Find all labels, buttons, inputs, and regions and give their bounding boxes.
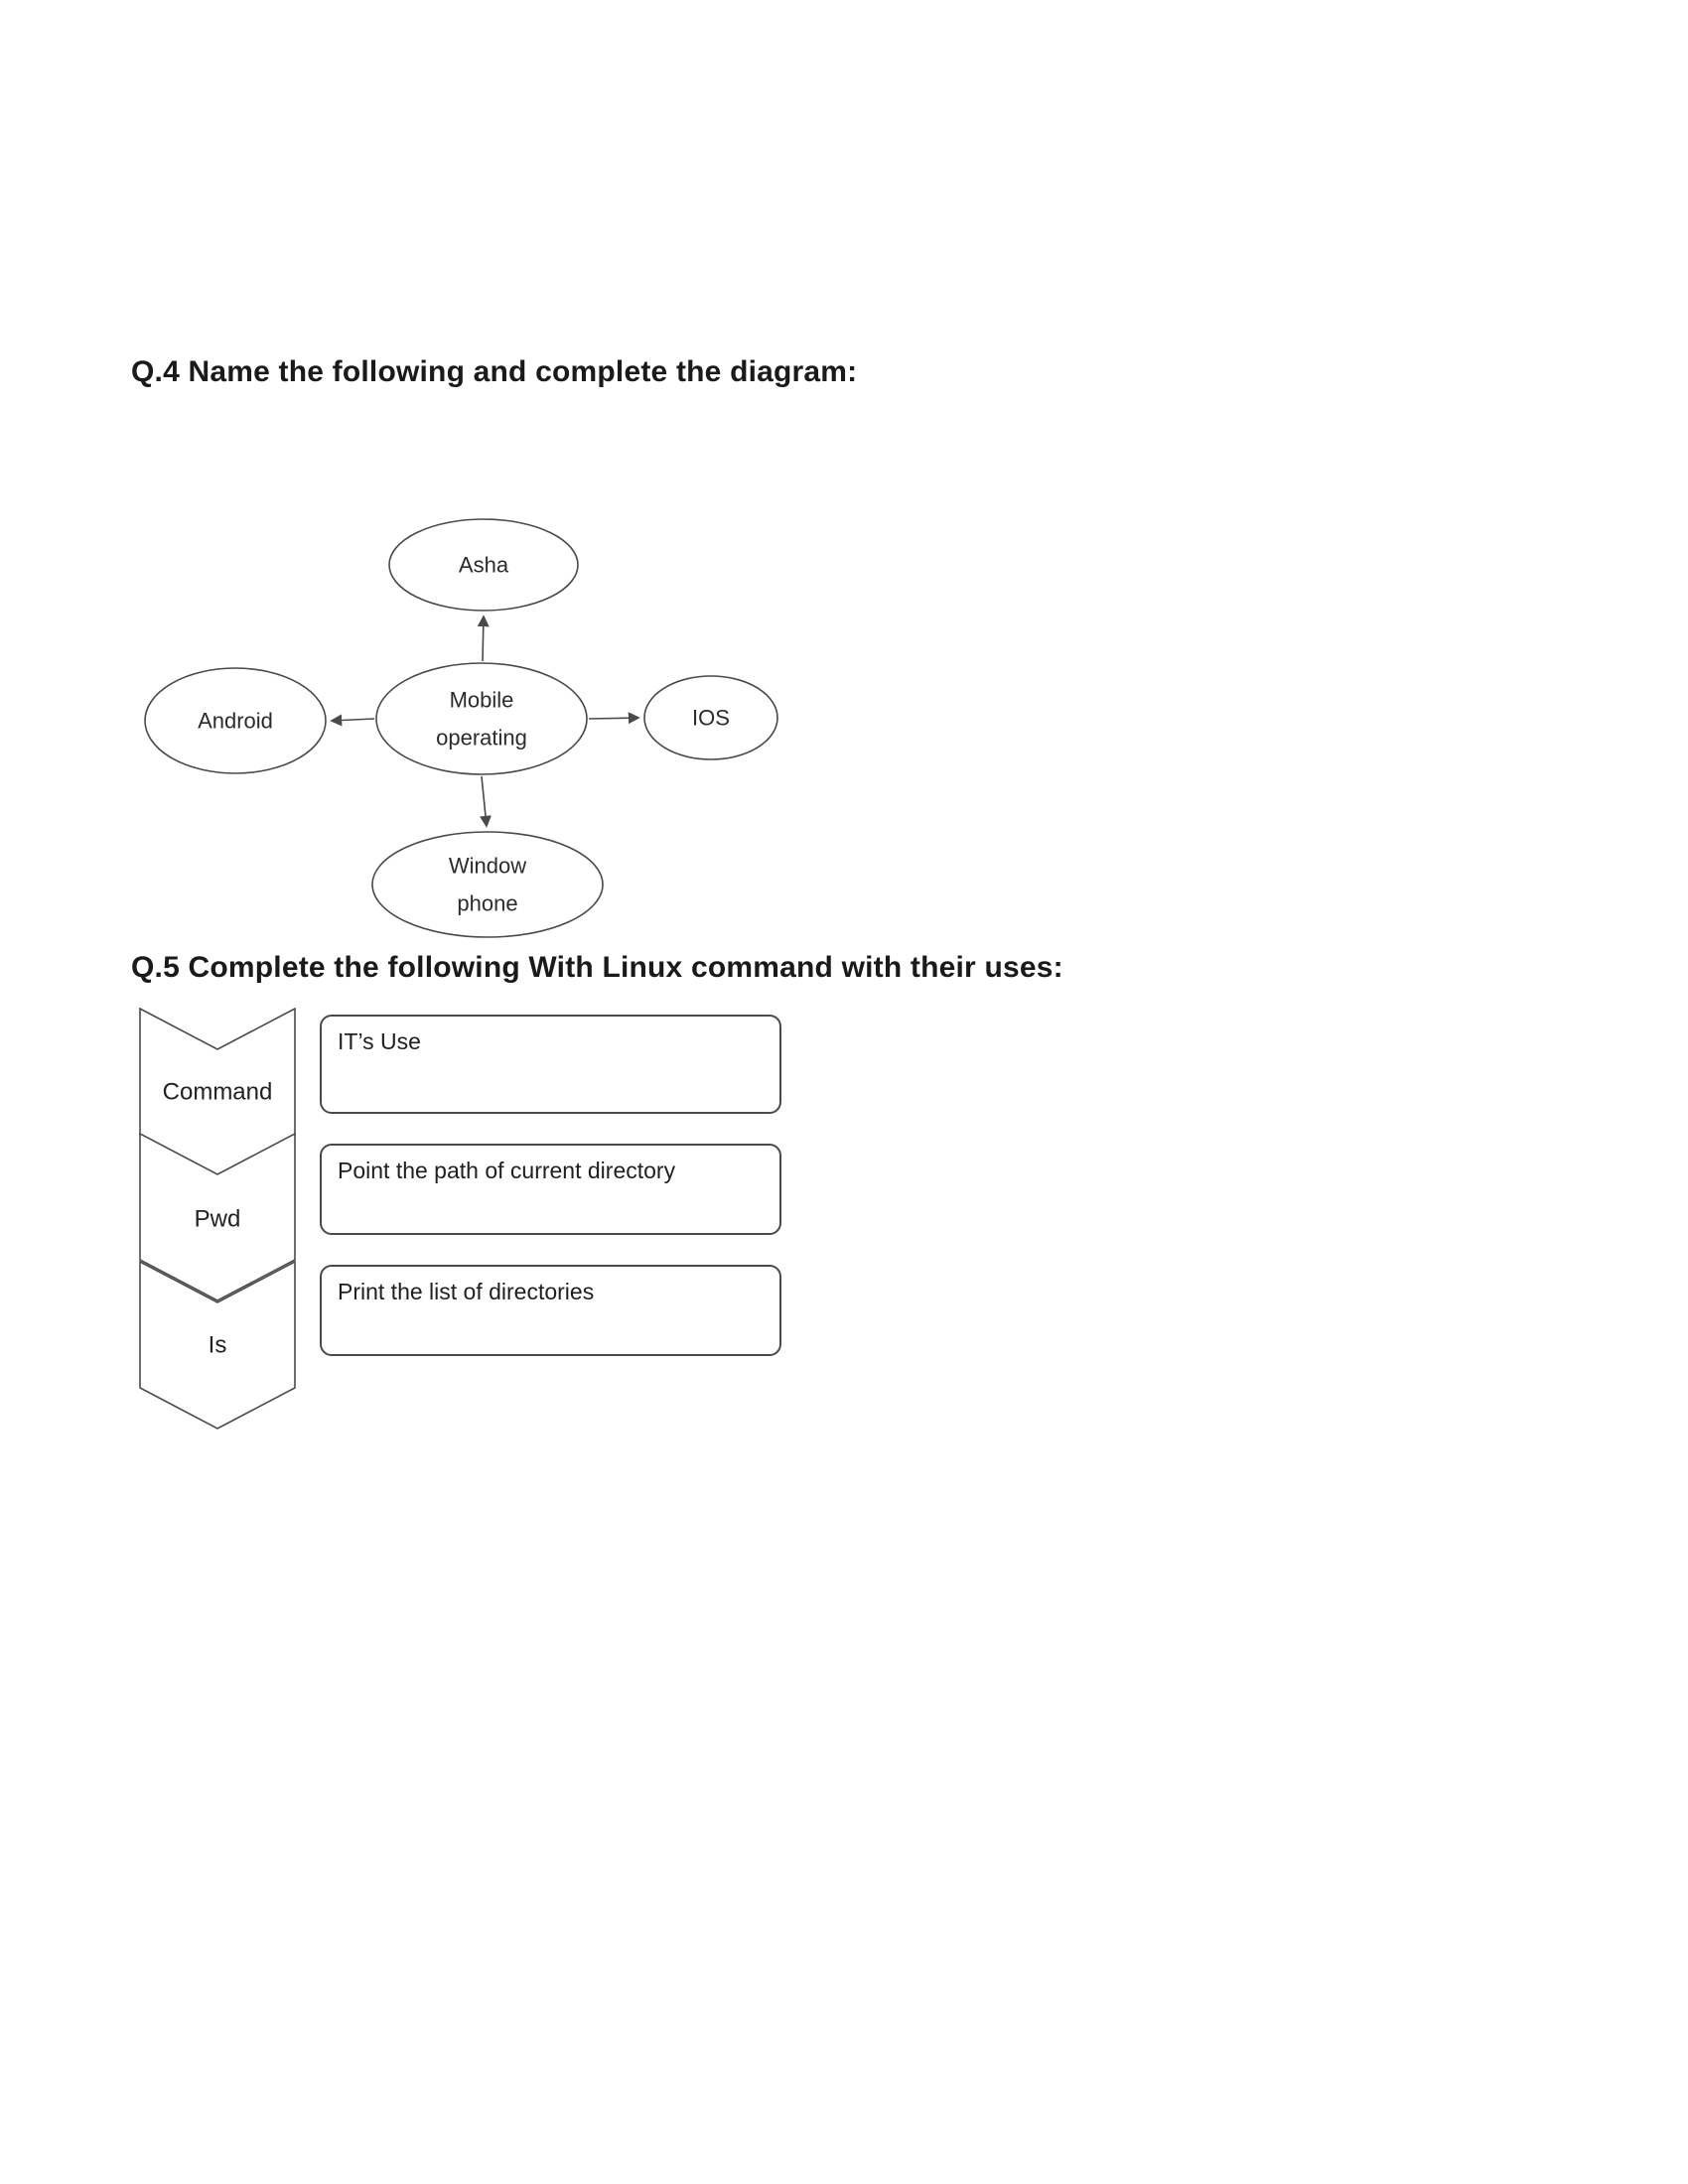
node-android-label: Android <box>198 709 273 734</box>
node-asha-label: Asha <box>459 553 509 578</box>
chevron-pwd-shape <box>139 1133 296 1301</box>
q4-heading: Q.4 Name the following and complete the … <box>131 355 858 388</box>
use-box-pwd: Point the path of current directory <box>320 1144 781 1235</box>
chevron-ls-shape <box>139 1261 296 1430</box>
chevron-ls: Is <box>139 1261 296 1430</box>
arrow-center-to-left <box>330 714 375 727</box>
node-android-ellipse <box>144 667 327 774</box>
node-asha-ellipse <box>388 518 579 612</box>
arrow-center-to-bottom <box>480 775 492 828</box>
use-box-ls-text: Print the list of directories <box>338 1279 595 1304</box>
q4-diagram: Asha Android Mobile operating IOS Window… <box>99 477 914 973</box>
use-box-command: IT’s Use <box>320 1015 781 1114</box>
mobile-os-diagram: Asha Android Mobile operating IOS Window… <box>144 518 778 938</box>
use-box-command-text: IT’s Use <box>338 1028 421 1054</box>
node-ios-ellipse <box>643 675 778 760</box>
chevron-ls-label: Is <box>209 1332 227 1359</box>
chevron-pwd-label: Pwd <box>195 1206 241 1233</box>
arrow-center-to-top <box>477 614 490 662</box>
node-mobile-label-line2: operating <box>436 726 527 751</box>
chevron-command-label: Command <box>163 1079 273 1106</box>
use-box-pwd-text: Point the path of current directory <box>338 1158 676 1183</box>
node-window-label-line2: phone <box>457 891 517 916</box>
use-box-ls: Print the list of directories <box>320 1265 781 1356</box>
chevron-pwd: Pwd <box>139 1133 296 1301</box>
node-window-label-line1: Window <box>449 854 526 879</box>
node-mobile-label-line1: Mobile <box>450 688 514 713</box>
node-ios-label: IOS <box>692 706 730 731</box>
q5-heading: Q.5 Complete the following With Linux co… <box>131 951 1063 984</box>
node-mobile-operating-ellipse <box>375 662 588 775</box>
node-window-phone-ellipse <box>371 831 604 938</box>
arrow-center-to-right <box>588 712 640 725</box>
